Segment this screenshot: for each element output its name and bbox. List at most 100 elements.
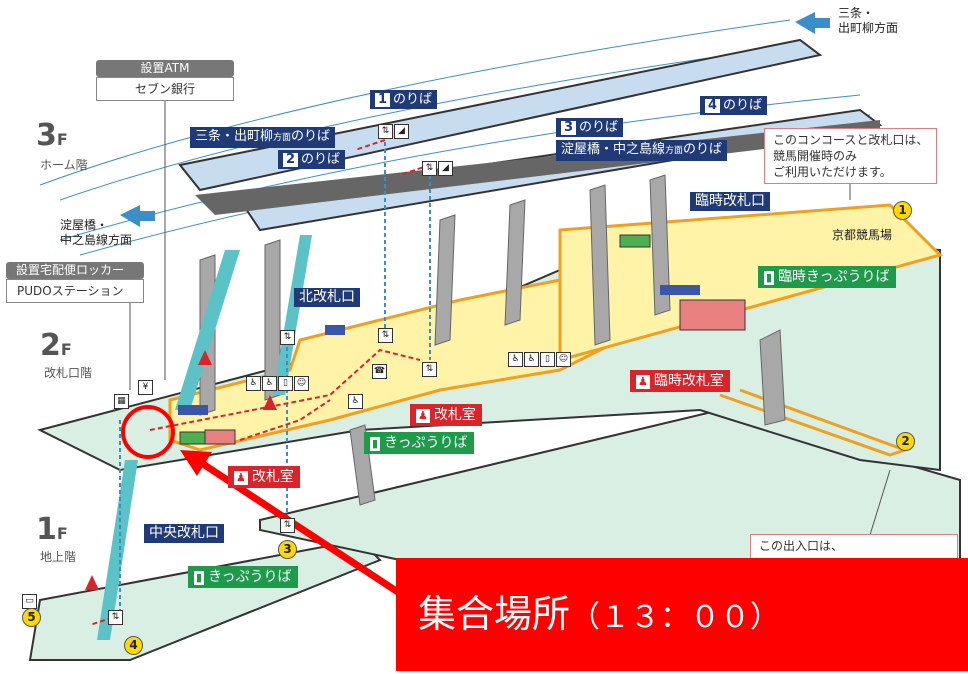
meeting-point-text: 集合場所 xyxy=(418,592,571,636)
platform-3-text: のりば xyxy=(579,120,619,135)
direction-sanjo: 三条・ 出町柳方面 xyxy=(838,6,898,36)
central-ticket-text: きっぷうりば xyxy=(208,569,292,585)
ostomate-icon: ▯ xyxy=(540,352,555,367)
bus-icon: ▭ xyxy=(22,594,37,609)
platform-sanjo-small: 方面 xyxy=(273,133,292,143)
platform-yodo-small: 方面 xyxy=(665,146,684,156)
floor-2f-unit: F xyxy=(60,340,72,359)
atm-icon-box: ¥ xyxy=(138,374,154,395)
platform-2-number: 2 xyxy=(283,153,299,167)
bus-icon-box: ▭ xyxy=(22,588,38,609)
restroom-icon: ♿ xyxy=(246,376,261,391)
office-block xyxy=(204,429,236,445)
floor-3f-name: ホーム階 xyxy=(40,158,88,172)
locker-box: 設置宅配便ロッカー PUDOステーション xyxy=(6,262,144,303)
baby-icon: ☺ xyxy=(556,352,571,367)
platform-yodo-label: 淀屋橋・中之島線方面のりば xyxy=(556,140,728,161)
platform-yodo-post: のりば xyxy=(683,142,723,157)
ticket-machine-icon: ▮ xyxy=(764,271,775,285)
temp-ticket-text: 臨時きっぷうりば xyxy=(778,269,890,285)
atm-box: 設置ATM セブン銀行 xyxy=(96,60,234,101)
floor-2f: 2F xyxy=(40,328,72,363)
exit-4-number: 4 xyxy=(124,636,143,655)
central-gate-label: 中央改札口 xyxy=(144,524,224,543)
floor-1f-name: 地上階 xyxy=(40,550,77,564)
direction-sanjo-line2: 出町柳方面 xyxy=(838,21,899,35)
platform-4-number: 4 xyxy=(705,99,721,113)
exit2-outline xyxy=(719,388,910,457)
locker-icon-box: ▦ xyxy=(114,388,130,409)
phone-icon-box: ☎ xyxy=(372,358,388,379)
arrow-yodo xyxy=(120,205,155,227)
floor-1f-unit: F xyxy=(56,524,68,543)
exit-3: 3 xyxy=(278,538,297,559)
meeting-point-time: （１３：００） xyxy=(570,600,781,635)
platform-1-text: のりば xyxy=(393,92,433,107)
exit-1-number: 1 xyxy=(893,201,912,220)
temp-office-text: 臨時改札室 xyxy=(653,373,724,389)
platform-4-text: のりば xyxy=(723,98,763,113)
elevator-icon-p3: ⇅◢ xyxy=(422,155,454,176)
elevator-icon-2f-a: ⇅ xyxy=(378,322,394,343)
elevator-icon: ⇅ xyxy=(280,330,295,345)
exit-3-number: 3 xyxy=(278,540,297,559)
elevator-icon: ⇅ xyxy=(422,362,437,377)
direction-yodo-line2: 中之島線方面 xyxy=(60,233,133,247)
ostomate-icon: ▯ xyxy=(278,376,293,391)
direction-yodo-line1: 淀屋橋・ xyxy=(60,218,109,232)
central-ticket-label: ▮きっぷうりば xyxy=(188,566,298,588)
platform-2-text: のりば xyxy=(301,152,341,167)
baby-icon: ☺ xyxy=(294,376,309,391)
exit-4: 4 xyxy=(124,634,143,655)
escalator-icon: ◢ xyxy=(394,124,409,139)
office-label: ♟改札室 xyxy=(410,404,482,426)
temp-ticket-label: ▮臨時きっぷうりば xyxy=(758,266,896,288)
meeting-point-circle xyxy=(121,405,175,459)
concourse-note-line3: ご利用いただけます。 xyxy=(773,165,892,179)
exit-note-line1: この出入口は、 xyxy=(759,539,844,553)
main-ticket-label: ▮きっぷうりば xyxy=(364,432,474,454)
wheelchair-icon: ♿ xyxy=(262,376,277,391)
platform-sanjo-label: 三条・出町柳方面のりば xyxy=(190,127,336,148)
wheelchair-icon: ♿ xyxy=(348,394,363,409)
ticket-machine-icon: ▮ xyxy=(370,437,381,451)
north-gate-label: 北改札口 xyxy=(294,288,360,307)
phone-icon: ☎ xyxy=(372,364,387,379)
platform-sanjo-pre: 三条・出町柳 xyxy=(195,129,274,144)
locker-body: PUDOステーション xyxy=(6,279,144,303)
exit-5: 5 xyxy=(22,606,41,627)
direction-keiba: 京都競馬場 xyxy=(832,228,893,242)
temp-gate-label: 臨時改札口 xyxy=(690,192,770,211)
staff-icon: ♟ xyxy=(234,471,248,485)
elevator-icon: ⇅ xyxy=(378,328,393,343)
facility-icons-east: ♿♿▯☺ xyxy=(508,346,572,367)
callout-arrow-head xyxy=(180,450,212,476)
escalators xyxy=(97,235,312,640)
floor-3f-number: 3 xyxy=(36,118,57,153)
floor-3f: 3F xyxy=(36,118,68,153)
locker-title: 設置宅配便ロッカー xyxy=(6,262,144,279)
arrow-sanjo xyxy=(795,12,830,34)
wheelchair-icon: ♿ xyxy=(524,352,539,367)
ground-floor-plate xyxy=(28,538,382,661)
elevator-icon-1f: ⇅ xyxy=(108,604,124,625)
temp-ticket-block xyxy=(619,234,651,248)
atm-body: セブン銀行 xyxy=(96,77,234,101)
temp-office-label: ♟臨時改札室 xyxy=(630,370,730,392)
barrier-free-route xyxy=(89,139,431,626)
elevator-icon: ⇅ xyxy=(422,161,437,176)
exit-1: 1 xyxy=(893,199,912,220)
platform-sanjo-post: のりば xyxy=(291,129,331,144)
elevator-icon: ⇅ xyxy=(280,518,295,533)
exit-2-number: 2 xyxy=(896,432,915,451)
staff-icon: ♟ xyxy=(636,375,650,389)
concourse-note-line1: このコンコースと改札口は、 xyxy=(773,133,929,147)
gate-machines xyxy=(178,285,700,415)
elevator-icon-p1: ⇅◢ xyxy=(378,118,410,139)
atm-title: 設置ATM xyxy=(96,60,234,77)
exit-2: 2 xyxy=(896,430,915,451)
direction-arrows xyxy=(85,350,277,590)
